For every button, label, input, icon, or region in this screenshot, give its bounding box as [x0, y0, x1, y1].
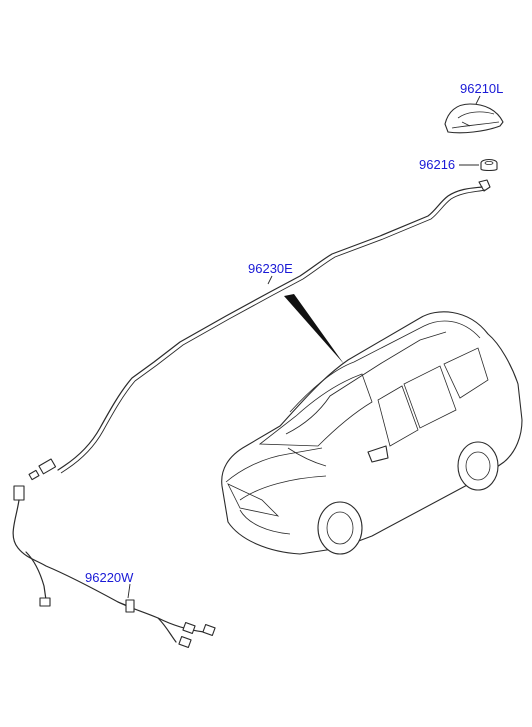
part-label-96220W[interactable]: 96220W	[85, 570, 134, 585]
leader-96220W	[127, 583, 131, 599]
leader-96230E	[267, 275, 273, 285]
leader-96210L	[475, 95, 481, 105]
pointer-wedge	[284, 294, 344, 364]
part-label-96210L[interactable]: 96210L	[460, 81, 504, 96]
antenna-feeder-harness-icon[interactable]	[12, 485, 216, 649]
shark-fin-antenna-icon[interactable]	[444, 103, 504, 134]
vehicle-icon	[221, 311, 523, 555]
roof-antenna-cable-icon[interactable]	[28, 179, 491, 481]
antenna-nut-icon[interactable]	[480, 158, 498, 172]
part-label-96230E[interactable]: 96230E	[248, 261, 293, 276]
part-label-96216[interactable]: 96216	[419, 157, 456, 172]
